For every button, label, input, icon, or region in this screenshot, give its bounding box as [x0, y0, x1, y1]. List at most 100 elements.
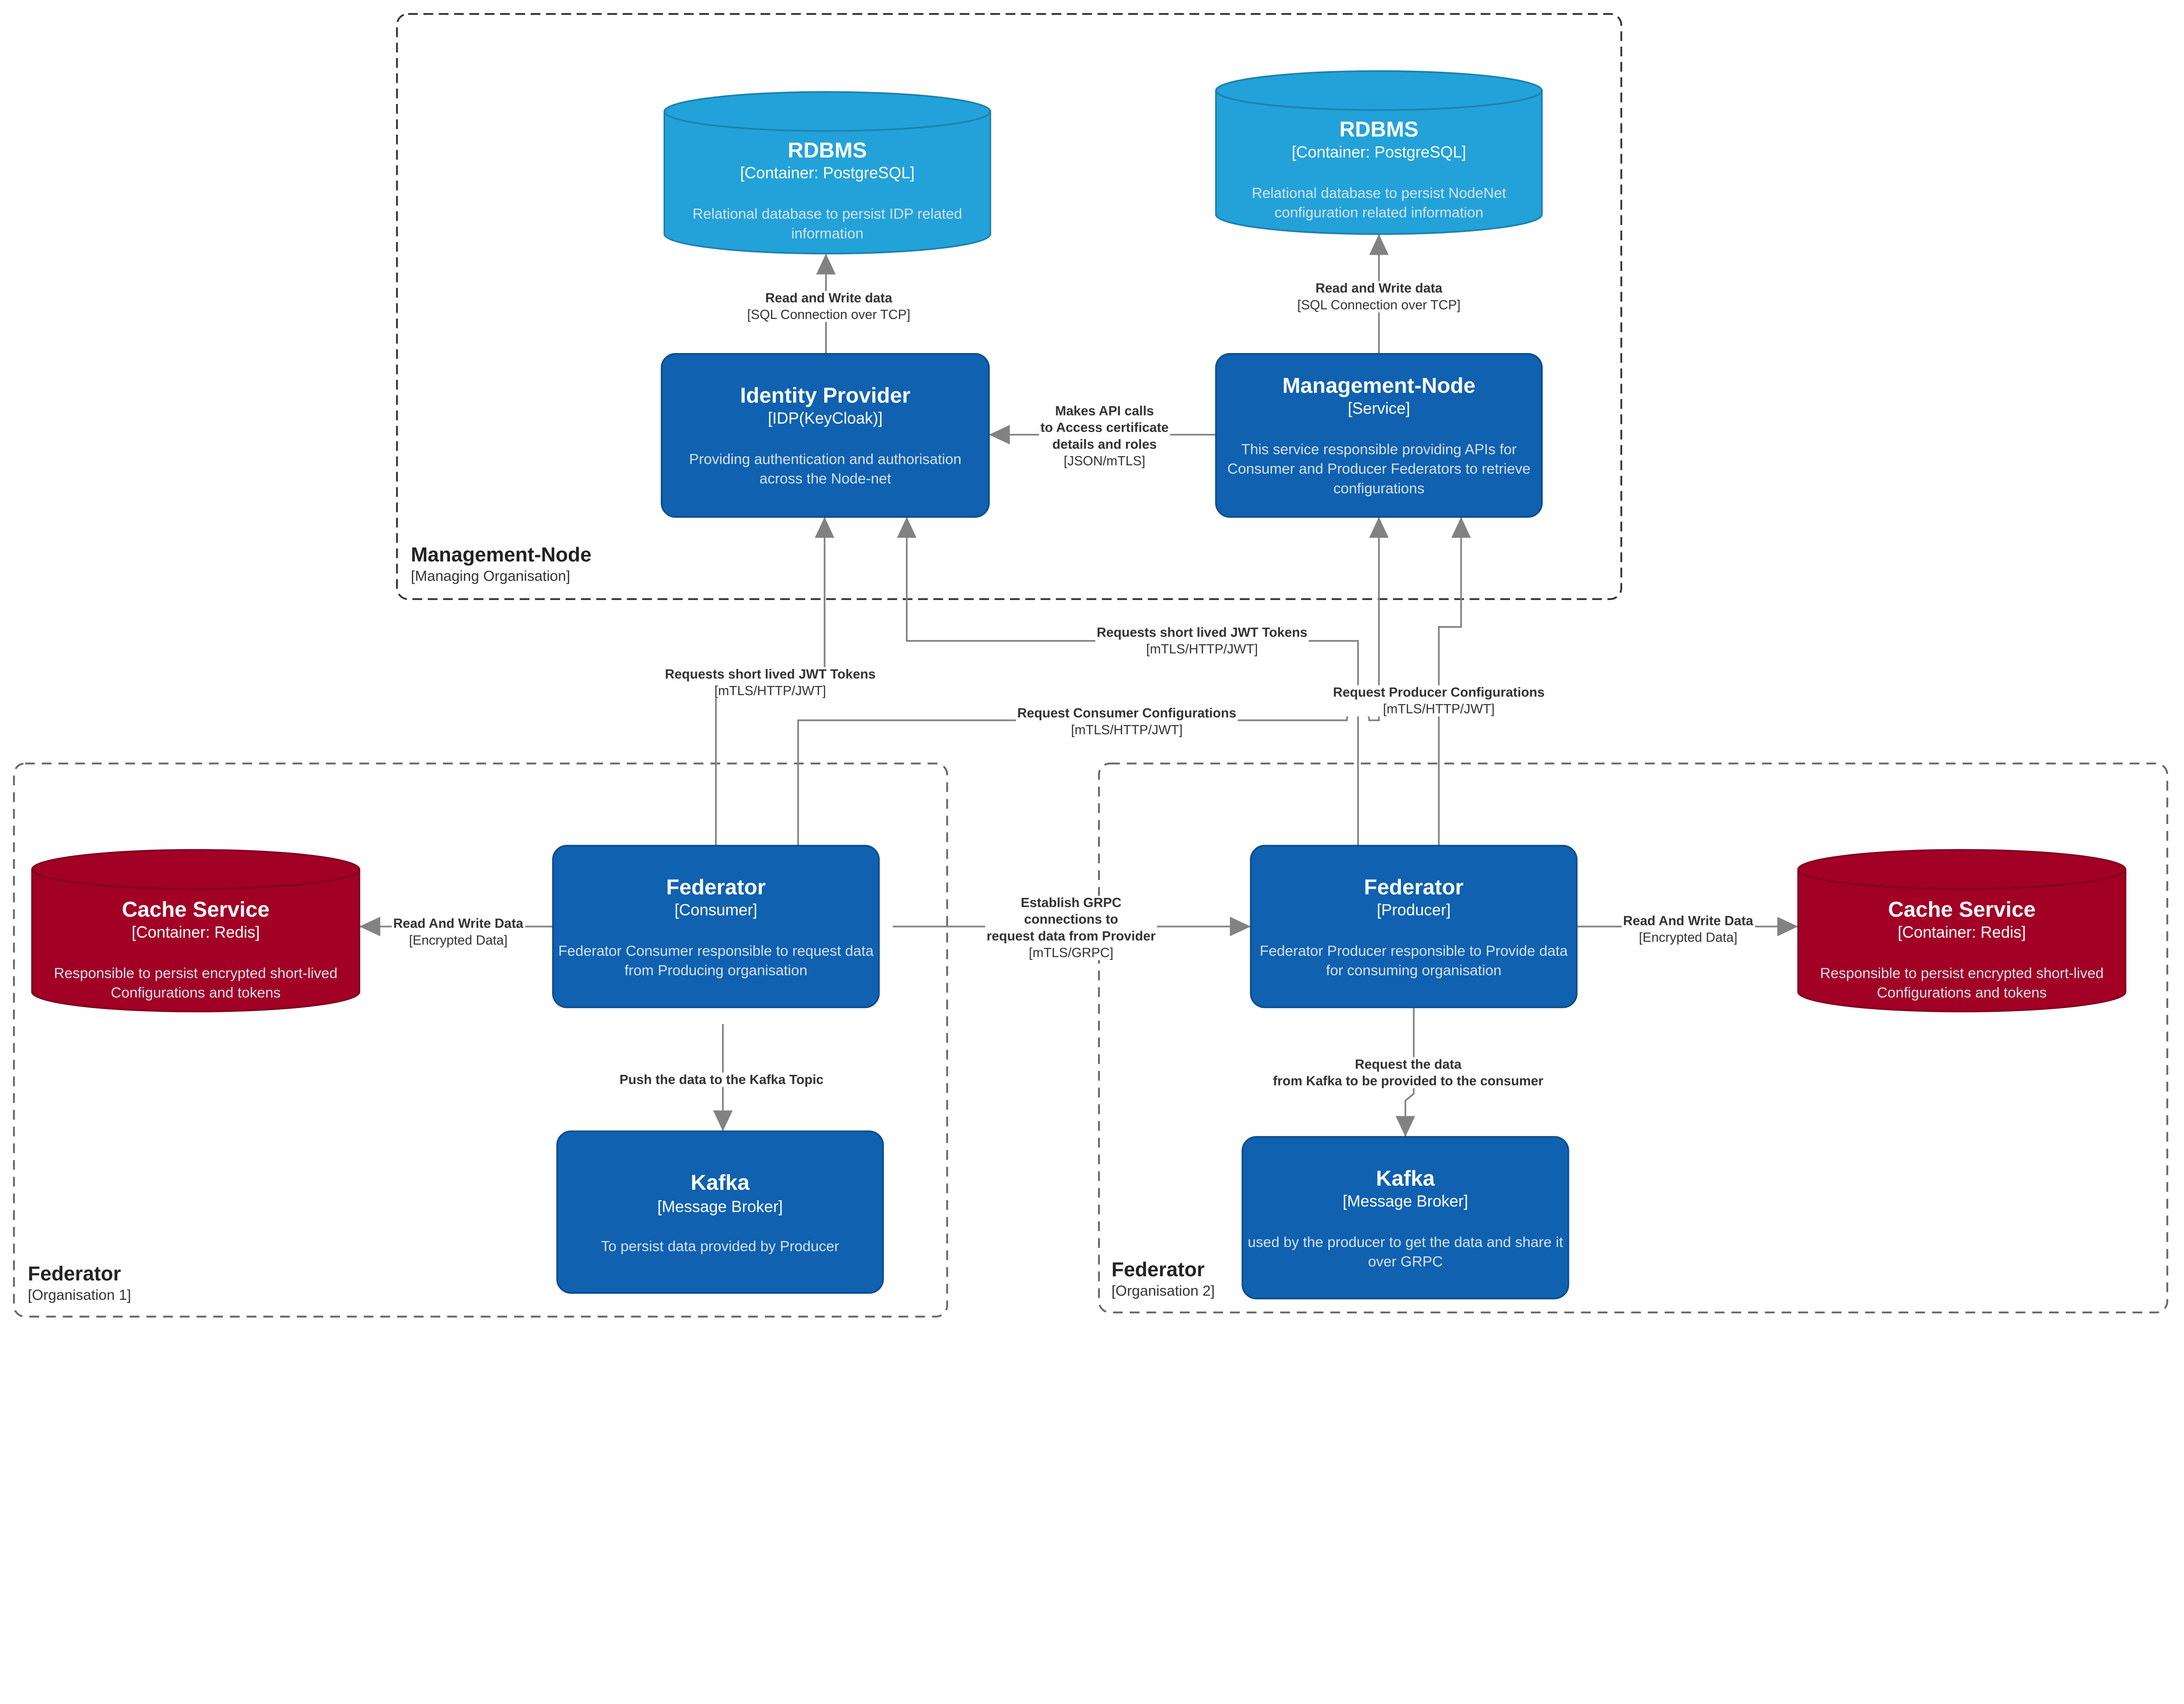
- node-technology: [IDP(KeyCloak)]: [768, 409, 883, 427]
- arrowhead-icon: [1369, 517, 1389, 538]
- node-description: across the Node-net: [760, 471, 892, 487]
- node-identity-provider[interactable]: Identity Provider[IDP(KeyCloak)] Providin…: [660, 353, 990, 518]
- edge-technology: [mTLS/HTTP/JWT]: [1383, 702, 1495, 717]
- edge-label-mgmt-to-rdbms: Read and Write data[SQL Connection over …: [1296, 281, 1462, 312]
- edge-producer-to-kafka[interactable]: [1396, 1007, 1415, 1137]
- arrowhead-icon: [1396, 1116, 1415, 1137]
- edge-description: Makes API calls: [1055, 404, 1154, 418]
- node-title: Federator: [666, 875, 766, 899]
- edge-description: Request Producer Configurations: [1333, 685, 1545, 700]
- cylinder-top: [1797, 849, 2126, 890]
- arrowhead-icon: [1777, 917, 1798, 936]
- edge-description: Establish GRPC: [1021, 896, 1122, 910]
- arrowhead-icon: [989, 425, 1010, 445]
- node-cache-2[interactable]: Cache Service [Container: Redis] Responsib…: [1797, 849, 2126, 1012]
- boundary-frame: [396, 13, 1622, 600]
- edge-label-producer-to-kafka: Request the data from Kafka to be provide…: [1272, 1057, 1545, 1089]
- label-backing: [1039, 404, 1170, 469]
- label-backing: [1272, 1057, 1545, 1089]
- cylinder-body: [1215, 90, 1543, 235]
- node-technology: [Container: Redis]: [1898, 923, 2026, 941]
- node-description: used by the producer to get the data and…: [1248, 1234, 1563, 1250]
- node-description: configurations: [1334, 481, 1424, 497]
- node-box: [1215, 353, 1543, 518]
- node-title: Identity Provider: [740, 384, 910, 408]
- node-cache-1[interactable]: Cache Service[Container: Redis]Responsib…: [31, 849, 360, 1012]
- node-kafka-1[interactable]: Kafka[Message Broker]To persist data pro…: [556, 1130, 884, 1294]
- node-title: Kafka: [1376, 1167, 1435, 1191]
- edge-label-producer-to-idp: Requests short lived JWT Tokens[mTLS/HTT…: [1095, 625, 1309, 657]
- cylinder-top: [1215, 70, 1543, 111]
- edge-description: connections to: [1024, 912, 1118, 927]
- node-title: RDBMS: [1339, 117, 1418, 141]
- node-title: Cache Service: [1888, 897, 2035, 921]
- node-rdbms-idp[interactable]: RDBMS[Container: PostgreSQL]Relational d…: [663, 91, 992, 255]
- node-technology: [Message Broker]: [1343, 1192, 1468, 1210]
- node-description: Responsible to persist encrypted short-l…: [54, 966, 337, 982]
- edge-description: Push the data to the Kafka Topic: [619, 1073, 823, 1087]
- edge-producer-to-idp[interactable]: [897, 517, 1359, 846]
- architecture-diagram: Management-Node[Managing Organisation] Fe…: [13, 13, 2168, 1318]
- label-backing: [1095, 625, 1309, 657]
- edge-technology: [Encrypted Data]: [409, 933, 508, 948]
- label-backing: [1621, 914, 1755, 945]
- label-backing: [1331, 685, 1546, 717]
- edge-description: Request the data: [1355, 1057, 1462, 1072]
- edge-producer-to-mgmt[interactable]: [1438, 517, 1471, 846]
- label-backing: [1016, 706, 1238, 738]
- node-kafka-2[interactable]: Kafka[Message Broker] used by the produce…: [1241, 1136, 1569, 1299]
- cylinder-body: [31, 869, 360, 1012]
- node-description: Relational database to persist IDP relat…: [693, 206, 962, 222]
- edge-description: from Kafka to be provided to the consume…: [1273, 1074, 1543, 1088]
- node-management-node[interactable]: Management-Node[Service]This service res…: [1215, 353, 1543, 518]
- node-box: [556, 1130, 884, 1294]
- edge-description: Read And Write Data: [1623, 914, 1754, 928]
- edge-label-consumer-to-kafka: Push the data to the Kafka Topic: [618, 1072, 825, 1087]
- edge-description: details and roles: [1052, 437, 1157, 452]
- edge-label-producer-to-cache: Read And Write Data [Encrypted Data]: [1621, 914, 1755, 945]
- node-description: information: [791, 225, 864, 242]
- node-box: [1241, 1136, 1569, 1299]
- edge-consumer-to-mgmt[interactable]: [797, 517, 1389, 846]
- node-description: from Producing organisation: [625, 963, 808, 979]
- node-description: Providing authentication and authorisati…: [689, 451, 961, 468]
- node-description: Consumer and Producer Federators to retr…: [1227, 461, 1531, 477]
- node-description: Configurations and tokens: [1877, 985, 2047, 1001]
- boundary-fed1: Federator[Organisation 1]: [13, 762, 948, 1318]
- boundary-mgmt: Management-Node[Managing Organisation]: [396, 13, 1622, 600]
- node-title: Federator: [1364, 875, 1464, 899]
- edge-description: Request Consumer Configurations: [1017, 706, 1236, 720]
- edge-description: Read And Write Data: [393, 917, 524, 931]
- edge-line: [1438, 517, 1462, 846]
- boundary-frame: [13, 762, 948, 1318]
- edge-description: Requests short lived JWT Tokens: [665, 667, 875, 682]
- boundary-frame: [1098, 762, 2168, 1313]
- edge-technology: [Encrypted Data]: [1639, 931, 1738, 945]
- label-backing: [746, 291, 912, 322]
- cylinder-top: [31, 849, 360, 890]
- node-box: [660, 353, 990, 518]
- arrowhead-icon: [1230, 917, 1251, 936]
- arrowhead-icon: [816, 253, 836, 275]
- node-description: Federator Consumer responsible to reques…: [558, 943, 874, 959]
- cylinder-top: [663, 91, 992, 132]
- arrowhead-icon: [1369, 234, 1389, 255]
- arrowhead-icon: [1451, 517, 1471, 538]
- node-federator-producer[interactable]: Federator[Producer]Federator Producer re…: [1250, 845, 1578, 1008]
- edge-description: Read and Write data: [1316, 281, 1443, 296]
- node-box: [1250, 845, 1578, 1008]
- node-description: Federator Producer responsible to Provid…: [1260, 943, 1568, 959]
- arrowhead-icon: [897, 517, 917, 538]
- edge-line: [905, 517, 1359, 846]
- node-rdbms-mgmt[interactable]: RDBMS[Container: PostgreSQL]Relational d…: [1215, 70, 1543, 235]
- edge-technology: [mTLS/HTTP/JWT]: [1071, 723, 1183, 737]
- node-description: Responsible to persist encrypted short-l…: [1820, 966, 2104, 982]
- edge-technology: [JSON/mTLS]: [1064, 454, 1145, 468]
- node-federator-consumer[interactable]: Federator [Consumer] Federator Consumer re…: [552, 845, 880, 1008]
- edge-label-producer-to-mgmt: Request Producer Configurations [mTLS/HTT…: [1331, 685, 1546, 717]
- node-technology: [Consumer]: [674, 901, 757, 919]
- cylinder-body: [1797, 869, 2126, 1012]
- node-description: Relational database to persist NodeNet: [1252, 185, 1507, 201]
